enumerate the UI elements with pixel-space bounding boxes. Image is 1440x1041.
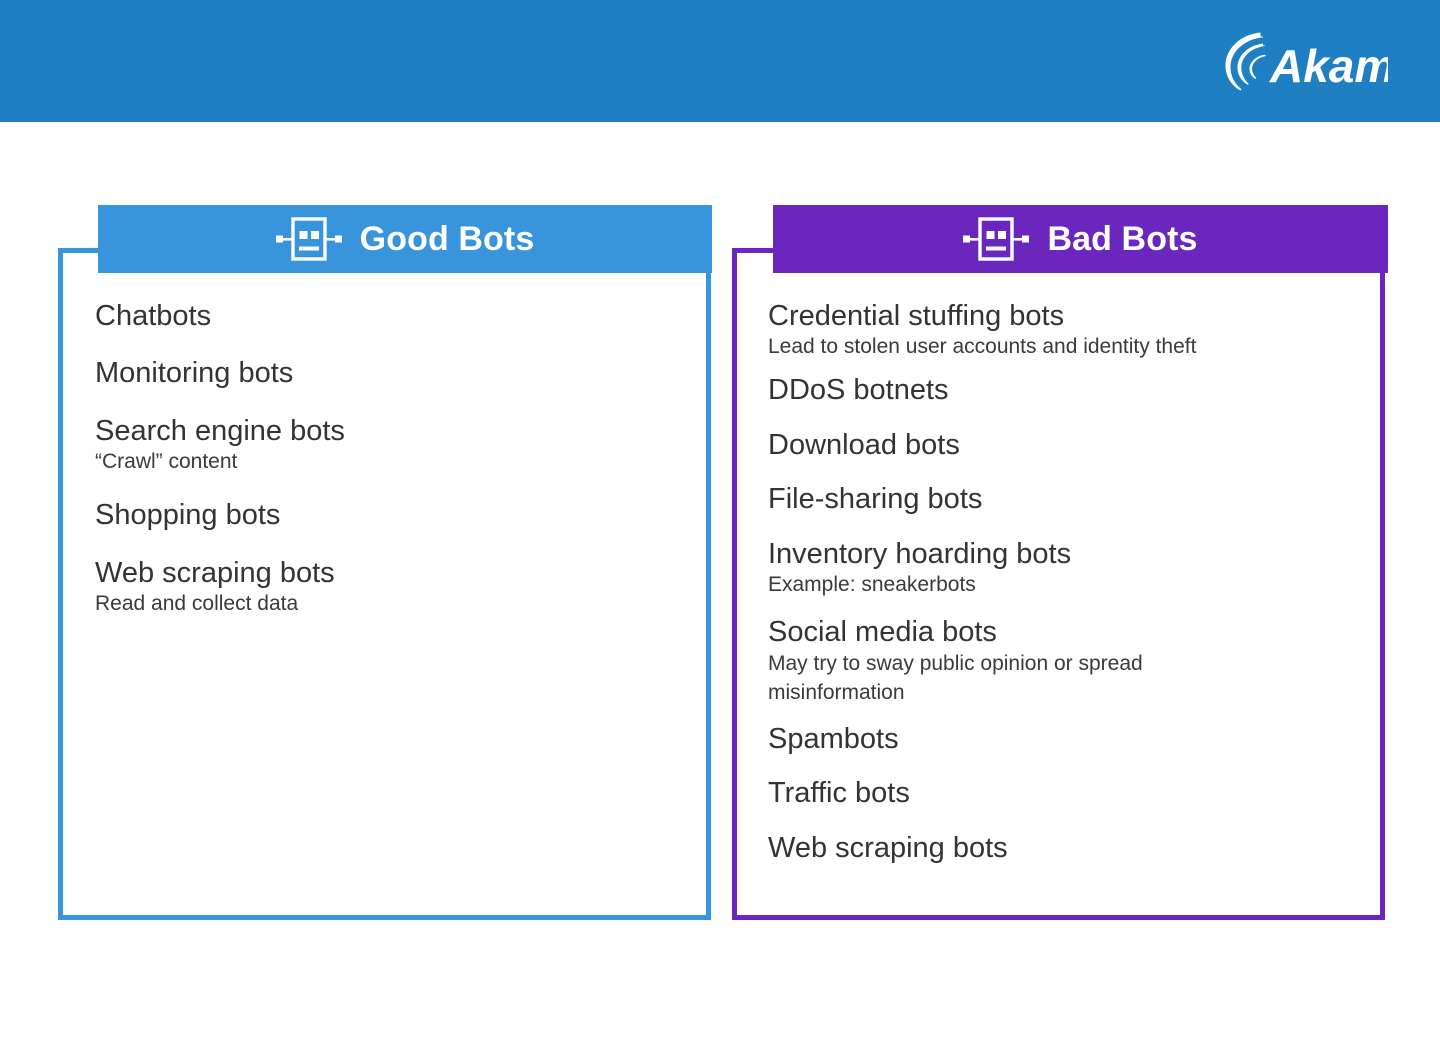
- panel-frame-good-bots: [58, 248, 711, 920]
- bot-description: May try to sway public opinion or spread…: [768, 651, 1143, 704]
- list-item: Search engine bots “Crawl” content: [95, 415, 681, 477]
- bot-description: “Crawl” content: [95, 450, 238, 474]
- brand-banner: Akamai: [0, 0, 1440, 122]
- list-item: Web scraping bots: [768, 832, 1355, 864]
- bot-title: Social media bots: [768, 616, 997, 649]
- list-item: File-sharing bots: [768, 483, 1355, 515]
- robot-icon: [963, 217, 1030, 261]
- bot-title: Credential stuffing bots: [768, 300, 1065, 332]
- bot-title: Monitoring bots: [95, 357, 294, 390]
- panel-title-good-bots: Good Bots: [359, 220, 535, 258]
- list-item: Spambots: [768, 723, 1355, 755]
- bot-description: Lead to stolen user accounts and identit…: [768, 335, 1197, 359]
- bot-description: Example: sneakerbots: [768, 573, 976, 597]
- bot-title: DDoS botnets: [768, 374, 949, 407]
- bot-title: Web scraping bots: [95, 556, 335, 589]
- bot-title: Traffic bots: [768, 777, 910, 810]
- panel-bad-bots: Bad Bots Credential stuffing bots Lead t…: [732, 205, 1388, 920]
- bot-title: Shopping bots: [95, 499, 281, 532]
- list-item: Web scraping bots Read and collect data: [95, 557, 681, 619]
- bot-title: Chatbots: [95, 300, 212, 332]
- bot-title: File-sharing bots: [768, 483, 983, 516]
- svg-text:Akamai: Akamai: [1269, 40, 1388, 92]
- panel-title-bad-bots: Bad Bots: [1047, 220, 1198, 258]
- bot-title: Spambots: [768, 722, 899, 755]
- bot-title: Web scraping bots: [768, 831, 1008, 864]
- robot-icon: [275, 217, 342, 261]
- list-item: Social media bots May try to sway public…: [768, 616, 1355, 707]
- panel-header-bad-bots: Bad Bots: [773, 205, 1388, 273]
- panel-frame-bad-bots: [732, 248, 1385, 920]
- list-item: Traffic bots: [768, 777, 1355, 809]
- bot-title: Download bots: [768, 428, 960, 461]
- list-item: Shopping bots: [95, 499, 681, 531]
- bot-title: Search engine bots: [95, 414, 345, 447]
- bot-title: Inventory hoarding bots: [768, 537, 1072, 570]
- list-item: DDoS botnets: [768, 374, 1355, 406]
- list-item: Chatbots: [95, 300, 681, 332]
- bot-description: Read and collect data: [95, 592, 299, 616]
- bot-list-bad-bots: Credential stuffing bots Lead to stolen …: [732, 273, 1385, 920]
- bot-list-good-bots: Chatbots Monitoring bots Search engine b…: [58, 273, 711, 920]
- list-item: Credential stuffing bots Lead to stolen …: [768, 300, 1355, 362]
- list-item: Download bots: [768, 429, 1355, 461]
- panel-good-bots: Good Bots Chatbots Monitoring bots Searc…: [58, 205, 712, 920]
- list-item: Inventory hoarding bots Example: sneaker…: [768, 538, 1355, 600]
- list-item: Monitoring bots: [95, 357, 681, 389]
- akamai-logo: Akamai: [1216, 24, 1388, 98]
- panel-header-good-bots: Good Bots: [98, 205, 712, 273]
